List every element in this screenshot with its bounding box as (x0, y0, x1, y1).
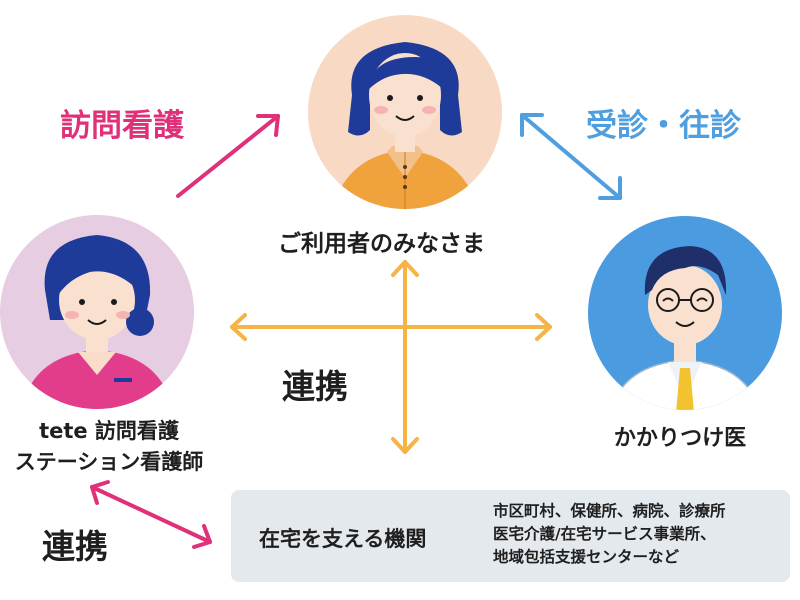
visiting-nursing-label: 訪問看護 (60, 108, 184, 144)
organizations-list: 市区町村、保健所、病院、診療所 医宅介護/在宅サービス事業所、 地域包括支援セン… (493, 500, 726, 569)
organizations-title: 在宅を支える機関 (259, 527, 427, 551)
organizations-line: 市区町村、保健所、病院、診療所 (493, 502, 726, 520)
consultation-arrow (520, 113, 622, 200)
organizations-box: 在宅を支える機関 市区町村、保健所、病院、診療所 医宅介護/在宅サービス事業所、… (231, 490, 790, 582)
cooperation-left-arrow (90, 480, 212, 549)
doctor-avatar (588, 216, 782, 410)
nurse-label: tete 訪問看護 ステーション看護師 (0, 416, 224, 478)
organizations-line: 医宅介護/在宅サービス事業所、 (493, 525, 716, 543)
organizations-line: 地域包括支援センターなど (493, 548, 680, 566)
user-label: ご利用者のみなさま (278, 231, 485, 257)
nurse-label-line1: tete 訪問看護 (39, 419, 179, 443)
cooperation-cross-arrows (230, 260, 552, 454)
nurse-label-line2: ステーション看護師 (14, 450, 204, 474)
doctor-label: かかりつけ医 (613, 426, 747, 451)
cooperation-center-label: 連携 (282, 367, 348, 406)
cooperation-left-label: 連携 (42, 527, 108, 566)
consultation-label: 受診・往診 (586, 108, 741, 144)
visiting-nursing-arrow (176, 114, 280, 198)
user-avatar (308, 15, 502, 209)
nurse-avatar (0, 215, 194, 409)
